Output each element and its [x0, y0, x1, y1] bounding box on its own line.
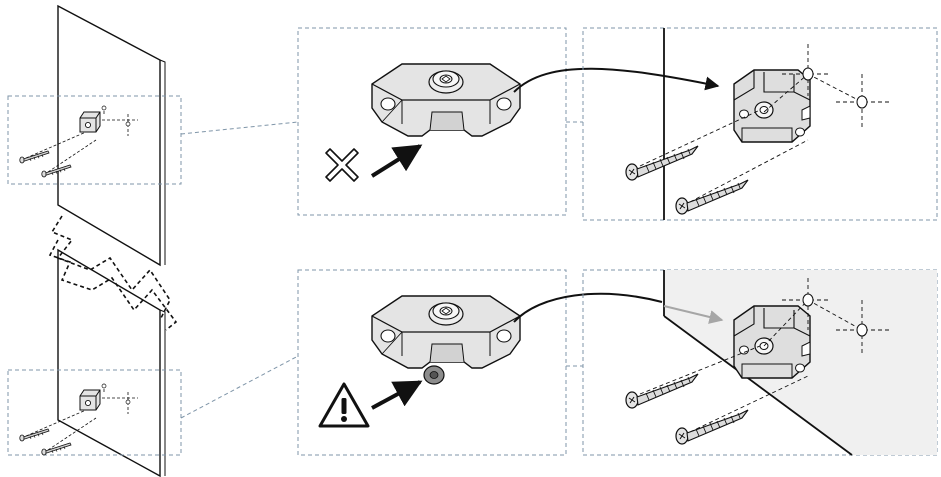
cross-mark-icon [325, 148, 359, 182]
curved-arrow-bottom [513, 292, 663, 323]
detail-box-bottom-bracket [297, 269, 567, 456]
warning-triangle-icon [318, 382, 370, 428]
panel-overview [7, 4, 182, 477]
screw-top-2 [675, 179, 749, 215]
detail-box-top-bracket [297, 27, 567, 216]
bracket-bottom [371, 295, 521, 369]
panel-break-lines [48, 215, 178, 331]
pointer-arrow-top [370, 144, 423, 178]
screw-bottom-2 [675, 409, 749, 445]
wall-bracket-bottom [639, 278, 892, 433]
detail-leader-lines [180, 121, 583, 419]
detail-frame-bottom [7, 369, 182, 456]
screw-bottom-1 [625, 373, 699, 409]
wall-bracket-top [639, 44, 892, 203]
curved-arrow-top [513, 67, 720, 93]
wall-corner-edge [663, 315, 853, 456]
pointer-arrow-bottom [371, 380, 423, 410]
mini-bracket-bottom [79, 389, 101, 411]
bracket-top [371, 63, 521, 137]
mini-screw-bottom-1 [19, 428, 50, 442]
mini-screw-top-1 [19, 150, 50, 164]
mini-bracket-top [79, 111, 101, 133]
detail-box-top-wall [582, 27, 938, 221]
mini-screw-bottom-2 [41, 442, 72, 456]
screw-top-1 [625, 145, 699, 181]
detail-frame-top [7, 95, 182, 185]
grey-arrow-bottom [663, 305, 724, 324]
